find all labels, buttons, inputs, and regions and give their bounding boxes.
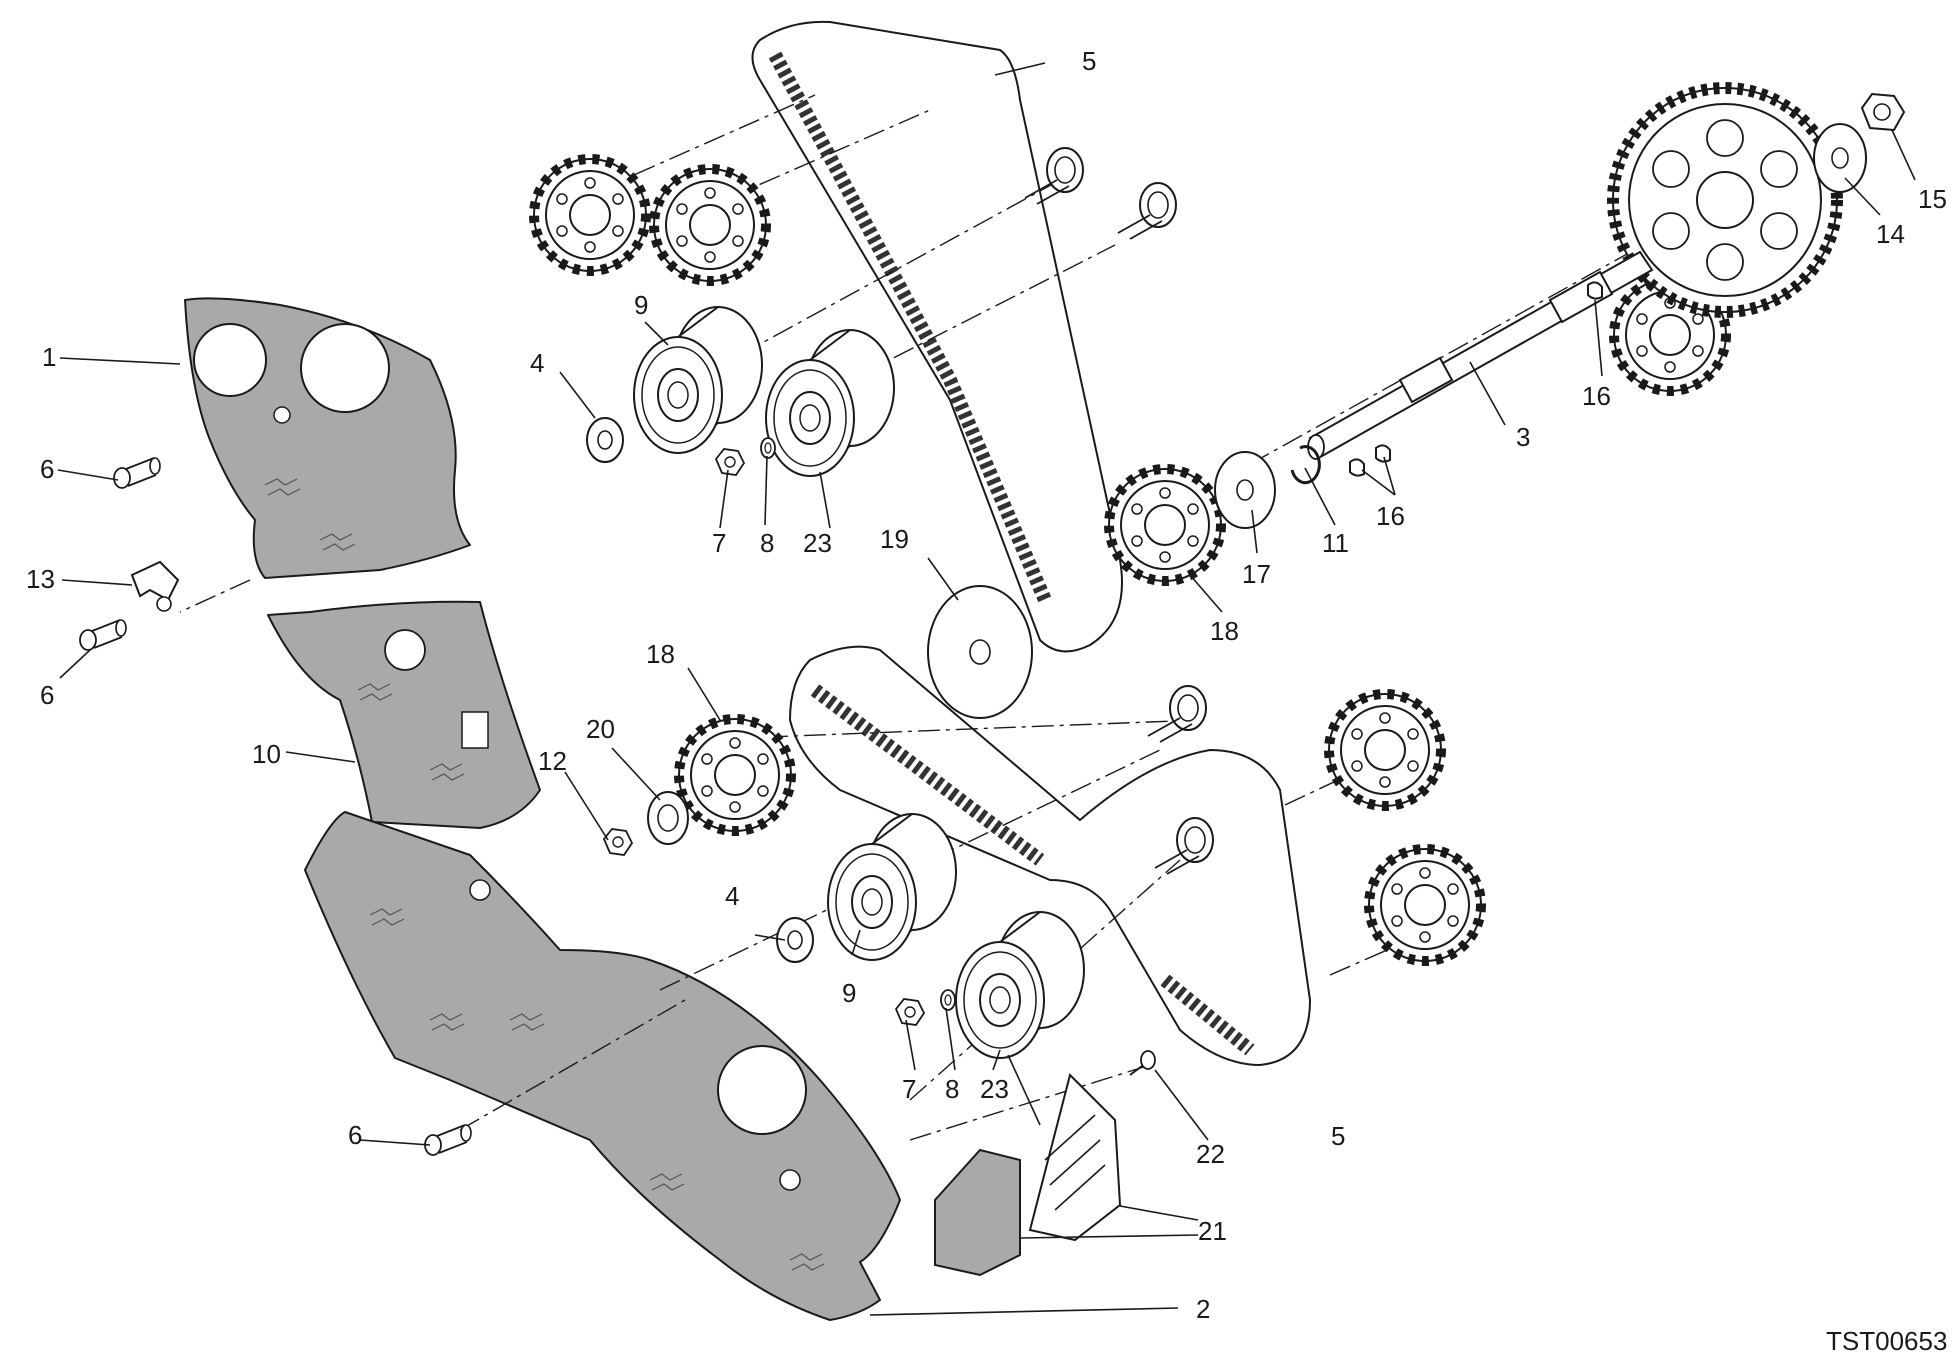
callout-18: 18 (646, 639, 675, 669)
callout-6: 6 (348, 1120, 362, 1150)
washer-17 (1214, 451, 1276, 529)
stud-upper-2 (1117, 182, 1177, 240)
axis-line (459, 999, 686, 1131)
nut-7-upper (715, 448, 745, 476)
axis-line (859, 244, 1116, 376)
axis-line (1329, 939, 1411, 976)
callout-23: 23 (980, 1074, 1009, 1104)
screw-6-b (79, 619, 127, 651)
stud-lower-1 (1147, 685, 1207, 743)
callout-13: 13 (26, 564, 55, 594)
ring-8-upper (760, 437, 776, 459)
callout-16: 16 (1582, 381, 1611, 411)
callout-10: 10 (252, 739, 281, 769)
guide-21 (934, 1073, 1122, 1277)
cover-lower-2 (304, 811, 901, 1321)
axis-line (599, 94, 816, 191)
screw-6-c (424, 1124, 472, 1156)
callout-1: 1 (42, 342, 56, 372)
ring-8-lower (940, 989, 956, 1011)
washer-20 (647, 791, 689, 845)
leader-lines (57, 62, 1916, 1316)
key-16 (1349, 458, 1365, 477)
key-16 (1375, 444, 1391, 463)
screw-6-a (113, 457, 161, 489)
callout-17: 17 (1242, 559, 1271, 589)
callout-7: 7 (712, 528, 726, 558)
timing-belt-upper (751, 20, 1123, 653)
nut-7-lower (895, 998, 925, 1026)
sprocket-cam-upper-2 (654, 169, 766, 281)
callout-23: 23 (803, 528, 832, 558)
callout-8: 8 (945, 1074, 959, 1104)
bolt-4-upper (586, 417, 624, 463)
pulley-9-lower (827, 813, 957, 961)
callout-4: 4 (530, 348, 544, 378)
callout-5: 5 (1331, 1121, 1345, 1151)
cover-middle-10 (267, 600, 541, 829)
drawing-code: TST00653 (1826, 1326, 1947, 1356)
stud-upper-1 (1024, 147, 1084, 205)
washer-19 (927, 585, 1033, 719)
sprocket-cam-upper-1 (534, 159, 646, 271)
nut-15 (1860, 92, 1906, 132)
callout-4: 4 (725, 881, 739, 911)
callout-9: 9 (842, 978, 856, 1008)
washer-14 (1813, 123, 1867, 193)
callout-18: 18 (1210, 616, 1239, 646)
callout-8: 8 (760, 528, 774, 558)
callout-2: 2 (1196, 1294, 1210, 1324)
sprocket-cam-lower-2 (1369, 849, 1481, 961)
pulley-23-lower (955, 911, 1085, 1059)
pulley-23-upper (765, 329, 895, 477)
bolt-4-lower (776, 917, 814, 963)
nut-12 (603, 828, 633, 856)
clip-13 (130, 560, 180, 612)
stud-lower-2 (1154, 817, 1214, 875)
sprocket-cam-lower-1 (1329, 694, 1441, 806)
callout-19: 19 (880, 524, 909, 554)
timing-belt-lower (788, 645, 1312, 1067)
cover-upper-1 (184, 297, 471, 579)
callout-21: 21 (1198, 1216, 1227, 1246)
callout-3: 3 (1516, 422, 1530, 452)
pulley-9-upper (633, 306, 763, 454)
callout-12: 12 (538, 746, 567, 776)
callout-7: 7 (902, 1074, 916, 1104)
callout-14: 14 (1876, 219, 1905, 249)
callout-11: 11 (1322, 528, 1349, 558)
callout-22: 22 (1196, 1139, 1225, 1169)
callout-16: 16 (1376, 501, 1405, 531)
callout-5: 5 (1082, 46, 1096, 76)
axis-line (179, 579, 251, 613)
key-16 (1587, 281, 1603, 300)
sprocket-18-lower (679, 719, 791, 831)
sprocket-18-upper (1109, 469, 1221, 581)
gear-large (1607, 82, 1843, 318)
callout-15: 15 (1918, 184, 1947, 214)
axis-line (739, 179, 1061, 356)
callout-6: 6 (40, 680, 54, 710)
callout-6: 6 (40, 454, 54, 484)
callout-20: 20 (586, 714, 615, 744)
circlip-11 (1290, 445, 1321, 485)
screw-22 (1129, 1050, 1156, 1076)
callout-labels: 1 2 3 4 4 5 5 6 6 6 7 7 8 8 9 9 10 11 12… (26, 46, 1947, 1324)
callout-9: 9 (634, 290, 648, 320)
